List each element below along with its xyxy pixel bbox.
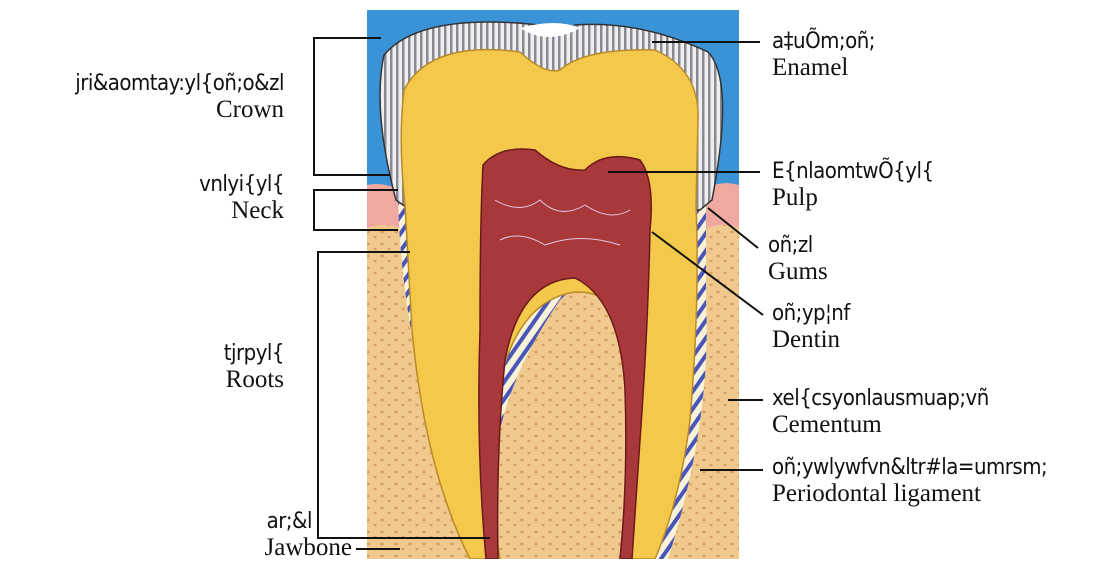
label-neck: vnlyi{yl{ Neck	[199, 173, 284, 224]
roots-native-label: tjrpyl{	[224, 342, 284, 365]
jawbone-english-label: Jawbone	[265, 535, 352, 561]
roots-english-label: Roots	[224, 367, 284, 393]
dentin-native-label: oñ;yp¦nf	[772, 302, 850, 325]
label-crown: jri&aomtay:yl{oñ;o&zl Crown	[75, 72, 284, 123]
enamel-native-label: a‡uÕm;oñ;	[772, 30, 875, 53]
neck-native-label: vnlyi{yl{	[199, 173, 284, 196]
label-gums: oñ;zl Gums	[768, 234, 828, 285]
label-jawbone: ar;&l Jawbone	[265, 510, 352, 561]
pulp-english-label: Pulp	[772, 185, 934, 211]
label-dentin: oñ;yp¦nf Dentin	[772, 302, 850, 353]
label-enamel: a‡uÕm;oñ; Enamel	[772, 30, 875, 81]
enamel-english-label: Enamel	[772, 55, 875, 81]
label-roots: tjrpyl{ Roots	[224, 342, 284, 393]
label-pulp: E{nlaomtwÕ{yl{ Pulp	[772, 160, 934, 211]
label-periodontal-ligament: oñ;ywlywfvn&ltr#la=umrsm; Periodontal li…	[772, 456, 1047, 507]
crown-native-label: jri&aomtay:yl{oñ;o&zl	[75, 72, 284, 95]
neck-english-label: Neck	[199, 198, 284, 224]
label-cementum: xel{csyonlausmuap;vñ Cementum	[772, 387, 989, 438]
periodontal-english-label: Periodontal ligament	[772, 481, 1047, 507]
tooth-illustration	[367, 10, 739, 559]
periodontal-native-label: oñ;ywlywfvn&ltr#la=umrsm;	[772, 456, 1047, 479]
pulp-native-label: E{nlaomtwÕ{yl{	[772, 160, 934, 183]
dentin-english-label: Dentin	[772, 327, 850, 353]
jawbone-native-label: ar;&l	[265, 510, 352, 533]
crown-english-label: Crown	[75, 97, 284, 123]
cementum-english-label: Cementum	[772, 412, 989, 438]
cementum-native-label: xel{csyonlausmuap;vñ	[772, 387, 989, 410]
gums-native-label: oñ;zl	[768, 234, 828, 257]
gums-english-label: Gums	[768, 259, 828, 285]
